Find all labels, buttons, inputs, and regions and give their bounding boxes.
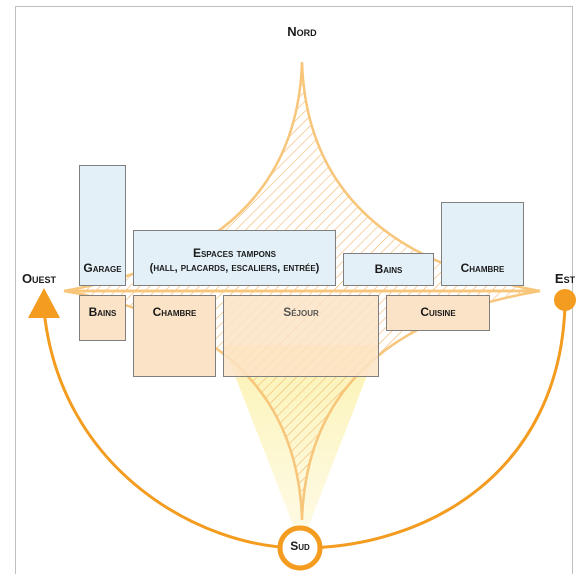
south-sun-icon (277, 525, 323, 571)
espaces-title: Espaces tampons (192, 246, 277, 260)
room-chambre-north-label: Chambre (460, 261, 505, 276)
room-bains-south: Bains (79, 295, 126, 341)
room-bains-south-label: Bains (88, 305, 117, 319)
room-sejour-label: Séjour (283, 305, 319, 319)
west-arrow-icon (28, 288, 60, 318)
diagram-frame (15, 6, 573, 574)
room-chambre-south: Chambre (133, 295, 216, 377)
label-sud: Sud (290, 539, 310, 553)
room-bains-north: Bains (343, 253, 434, 286)
room-bains-north-label: Bains (374, 262, 403, 276)
label-est: Est (554, 271, 576, 286)
room-cuisine: Cuisine (386, 295, 490, 331)
room-garage-label: Garage (83, 261, 122, 276)
east-sun-icon (554, 289, 576, 311)
label-nord: Nord (287, 24, 317, 39)
espaces-detail: (hall, placards, escaliers, entrée) (149, 262, 320, 274)
room-garage: Garage (79, 165, 126, 286)
room-chambre-south-label: Chambre (152, 305, 197, 319)
room-sejour: Séjour (223, 295, 379, 377)
label-ouest: Ouest (21, 271, 57, 286)
sun-path-arc (42, 304, 567, 550)
room-espaces-tampons: Espaces tampons (hall, placards, escalie… (133, 230, 336, 286)
room-cuisine-label: Cuisine (420, 305, 456, 319)
room-chambre-north: Chambre (441, 202, 524, 286)
